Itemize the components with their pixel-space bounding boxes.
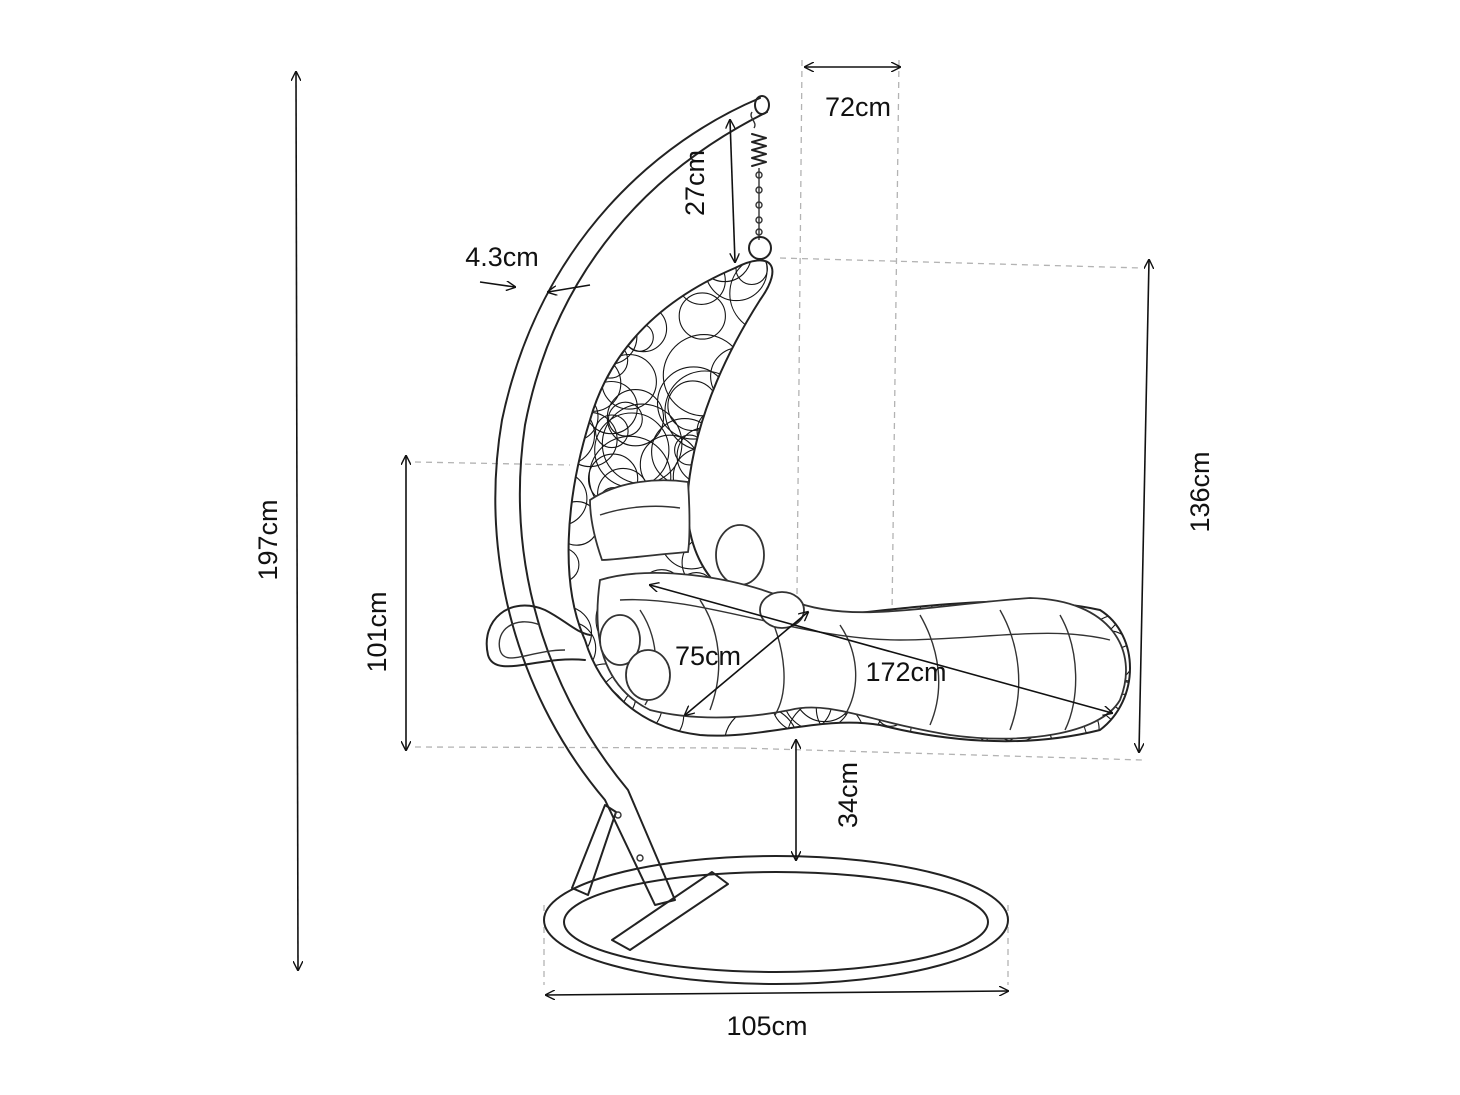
arrow-172 [650,585,1112,713]
pole-end-cap [754,95,770,115]
label-top-width: 72cm [825,92,891,122]
label-total-height: 197cm [253,499,283,580]
label-base-diameter: 105cm [726,1011,807,1041]
hanging-spring-chain [748,111,772,260]
arrow-136 [1139,260,1149,752]
dimension-labels: 197cm 72cm 27cm 4.3cm 101cm 75cm 172cm 1… [253,92,1215,1041]
label-seat-total-height: 136cm [1185,451,1215,532]
guide-lines [414,59,1143,985]
base-ring-outer [543,855,1009,985]
label-chain-length: 27cm [680,150,710,216]
guide-right-72 [891,59,900,616]
guide-bottom-136 [739,747,1143,761]
arrow-105 [546,991,1008,995]
arrow-43-left [479,282,515,287]
armrest-cushion-right [759,591,805,629]
armrest-cushion-left [599,614,641,666]
spring-icon [751,133,767,167]
shell-outline [567,259,1131,743]
guide-top-101 [414,461,571,466]
guide-top-136 [779,257,1143,269]
label-ground-clearance: 34cm [833,762,863,828]
chair-cushions [589,479,1127,740]
label-tube-diameter: 4.3cm [465,242,539,272]
arrow-197 [296,72,298,970]
pole-bolt-1 [614,811,622,819]
label-seat-depth: 75cm [675,641,741,671]
pole-bolt-2 [636,854,644,862]
arrow-27 [730,120,735,262]
base-crossbar [611,871,729,951]
base-ring-inner [563,871,989,973]
dimension-arrows [296,67,1149,995]
guide-bottom-101 [414,746,741,749]
stand-pole [494,95,770,906]
armrest-left [715,524,765,586]
label-seat-length: 172cm [865,657,946,687]
label-seat-back-height: 101cm [362,591,392,672]
foot-loop [485,604,591,668]
arrow-43-right [548,284,591,292]
pillow [589,479,691,561]
base-strut [571,804,617,896]
hanging-ring-icon [748,236,772,260]
chair-base [543,804,1009,985]
